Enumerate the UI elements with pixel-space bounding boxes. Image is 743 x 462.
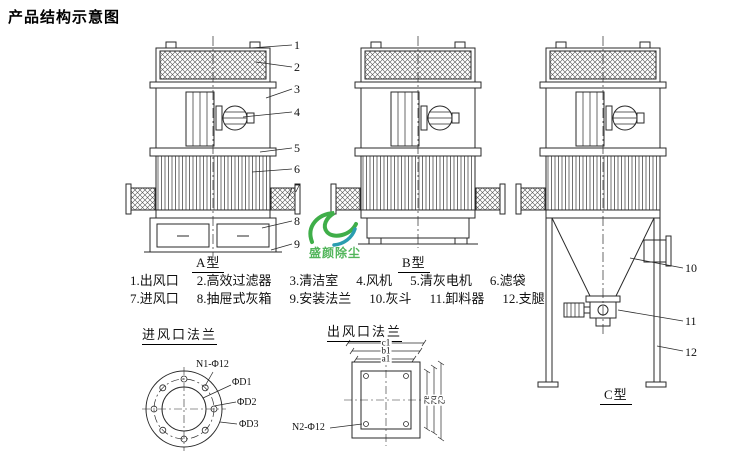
callout-11: 11 [685,314,697,328]
outlet-dim-b1: b1 [380,345,392,356]
machine-b-label: B型 [398,256,430,273]
outlet-flange-label: 出风口法兰 [327,325,403,342]
inlet-bolt-note: N1-Φ12 [196,359,229,370]
callout-2: 2 [294,60,300,74]
legend-item-1: 1.出风口 [130,273,179,288]
inlet-dim-d1: ΦD1 [232,377,252,388]
inlet-dim-d3: ΦD3 [239,419,259,430]
watermark-swoosh-icon [308,211,358,247]
machine-b-drawing [330,36,506,248]
callout-7: 7 [294,181,300,195]
legend-row-2: 7.进风口 8.抽屉式灰箱 9.安装法兰 10.灰斗 11.卸料器 12.支腿 [130,292,545,306]
machine-c-drawing [515,36,672,388]
outlet-dim-b2: b2 [429,394,440,406]
outlet-bolt-note: N2-Φ12 [292,422,325,433]
callout-6: 6 [294,162,300,176]
machine-a-drawing [125,36,301,256]
callout-leader-lines [242,44,684,352]
legend-item-6: 6.滤袋 [489,273,526,288]
callout-1: 1 [294,38,300,52]
outlet-dim-a1: a1 [380,353,392,364]
legend-item-5: 5.清灰电机 [410,273,472,288]
machine-c-label: C型 [600,388,632,405]
legend-row-1: 1.出风口 2.高效过滤器 3.清洁室 4.风机 5.清灰电机 6.滤袋 [130,274,526,288]
inlet-dim-d2: ΦD2 [237,397,257,408]
callout-8: 8 [294,214,300,228]
page-title: 产品结构示意图 [8,9,121,26]
legend-item-12: 12.支腿 [502,291,545,306]
legend-item-4: 4.风机 [356,273,393,288]
machine-a-label: A型 [192,256,225,273]
legend-item-2: 2.高效过滤器 [196,273,272,288]
legend-item-3: 3.清洁室 [289,273,339,288]
legend-item-11: 11.卸料器 [429,291,485,306]
callout-5: 5 [294,141,300,155]
legend-item-8: 8.抽屉式灰箱 [196,291,272,306]
callout-4: 4 [294,105,300,119]
legend-item-7: 7.进风口 [130,291,179,306]
outlet-dim-a2: a2 [422,394,433,406]
legend-item-10: 10.灰斗 [369,291,412,306]
inlet-flange-drawing [142,367,238,451]
callout-12: 12 [685,345,697,359]
outlet-dim-c2: c2 [436,394,447,406]
watermark-text: 盛颜除尘 [308,246,361,260]
watermark-logo: 盛颜除尘 [299,203,371,260]
outlet-dim-c1: c1 [380,337,392,348]
inlet-flange-label: 进风口法兰 [142,328,218,345]
legend-item-9: 9.安装法兰 [289,291,352,306]
callout-3: 3 [294,82,300,96]
callout-10: 10 [685,261,697,275]
callout-9: 9 [294,237,300,251]
